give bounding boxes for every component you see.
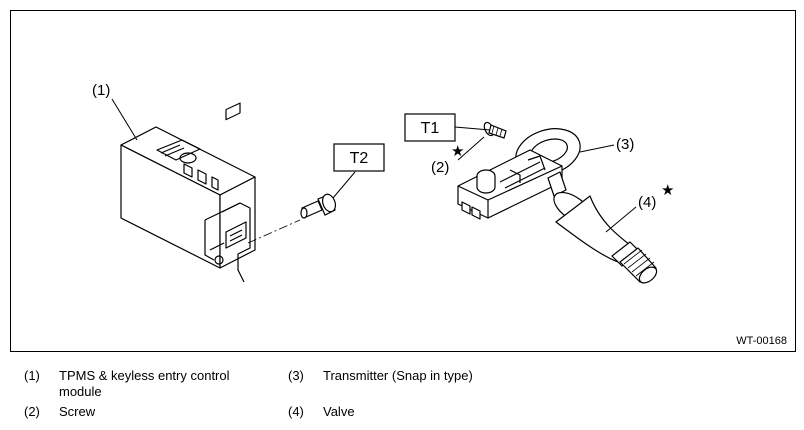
valve-drawing [547, 171, 658, 284]
legend-text: Screw [59, 404, 96, 419]
legend-num: (4) [288, 404, 304, 419]
figure-frame: WT-00168 [10, 10, 796, 352]
legend-num: (3) [288, 368, 304, 383]
legend-text: TPMS & keyless entry control module [59, 368, 230, 399]
callout-transmitter: (3) [616, 136, 634, 153]
legend-num: (1) [24, 368, 40, 383]
figure-code: WT-00168 [736, 335, 787, 347]
alignment-line [247, 219, 301, 244]
torque-box-t1 [404, 113, 456, 142]
star-icon-screw: ★ [451, 143, 464, 160]
legend-text: Valve [323, 404, 355, 419]
callout-screw: (2) [431, 159, 449, 176]
legend-text: Transmitter (Snap in type) [323, 368, 473, 383]
control-module-drawing [120, 102, 256, 283]
callout-valve: (4) [638, 194, 656, 211]
legend-num: (2) [24, 404, 40, 419]
leader-lines [111, 98, 637, 233]
star-icon-valve: ★ [661, 182, 674, 199]
torque-label-t2: T2 [350, 150, 369, 167]
callout-module: (1) [92, 82, 110, 99]
bolt-drawing [300, 193, 337, 219]
torque-label-t1: T1 [421, 120, 440, 137]
torque-box-t2 [333, 143, 385, 172]
